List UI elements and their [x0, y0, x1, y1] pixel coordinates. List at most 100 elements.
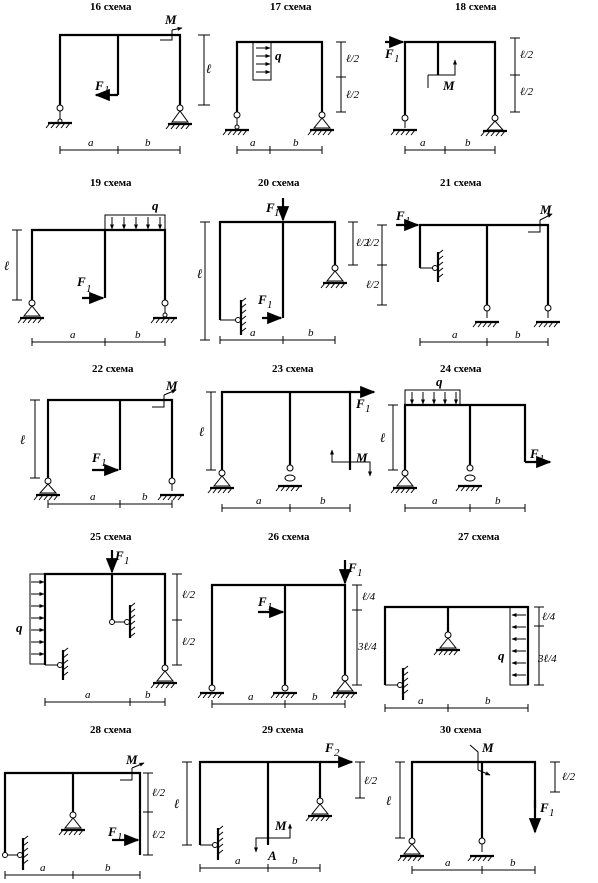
scheme-title: 27 схема [458, 531, 500, 543]
force-sub: 1 [549, 807, 555, 819]
distributed-load-q [404, 389, 461, 406]
force-sub: 1 [124, 555, 130, 567]
force-sub: 1 [539, 453, 545, 465]
moment-label: M [539, 202, 552, 217]
pin-support [397, 837, 424, 862]
moment-label: M [481, 740, 494, 755]
dim-l1: ℓ/2 [366, 237, 380, 249]
moment-arrow [428, 59, 457, 76]
load-label: q [436, 374, 443, 389]
distributed-load-q [104, 214, 166, 231]
wall-support [200, 825, 224, 860]
distributed-load-q [252, 41, 272, 81]
moment-label: M [355, 450, 368, 465]
dim-b: b [515, 329, 521, 341]
point-a-label: A [267, 848, 277, 863]
pin-support [165, 104, 192, 130]
dim-a: a [452, 329, 458, 341]
dim-b: b [145, 137, 151, 149]
force-label: F [529, 446, 539, 461]
dim-l2: ℓ/2 [182, 636, 196, 648]
scheme-27: 27 схема q ℓ/4 3ℓ/4 a b [383, 531, 557, 712]
hinge-support [472, 304, 499, 328]
force-sub: 1 [104, 84, 110, 96]
dim-l1: ℓ/2 [152, 787, 166, 799]
pin-support [17, 299, 44, 324]
scheme-title: 19 схема [90, 177, 132, 189]
hinge-support [222, 111, 249, 136]
scheme-18: 18 схема F 1 M ℓ/2 ℓ/2 a b [384, 1, 534, 154]
pin-support [150, 664, 177, 689]
hinge-support [45, 104, 72, 129]
dim-b: b [292, 855, 298, 867]
force-label: F [539, 800, 549, 815]
dim-b: b [142, 491, 148, 503]
pin-support [58, 811, 85, 836]
scheme-title: 28 схема [90, 724, 132, 736]
dim-a: a [250, 327, 256, 339]
force-sub: 1 [405, 215, 411, 227]
scheme-25: 25 схема F 1 q [16, 531, 196, 706]
dim-l2: ℓ/2 [346, 89, 360, 101]
pin-support [305, 797, 332, 822]
scheme-24: 24 схема q F 1 ℓ a b [380, 363, 552, 512]
distributed-load-q [509, 606, 529, 686]
dim-a: a [420, 137, 426, 149]
scheme-28: 28 схема M F 1 ℓ/2 ℓ/2 a b [2, 724, 166, 879]
dim-l1: ℓ/2 [562, 771, 576, 783]
force-sub: 1 [267, 299, 273, 311]
pin-support [320, 264, 347, 289]
dim-a: a [40, 862, 46, 874]
force-label: F [107, 824, 117, 839]
scheme-23: 23 схема F 1 M ℓ a b [199, 363, 376, 512]
force-label: F [324, 740, 334, 755]
moment-label: M [164, 12, 177, 27]
scheme-17: 17 схема q ℓ/2 ℓ/2 a b [222, 1, 360, 154]
force-top-label: F [265, 200, 275, 215]
dim-a: a [88, 137, 94, 149]
scheme-title: 29 схема [262, 724, 304, 736]
wall-support [420, 249, 444, 282]
wall-support-low [45, 647, 69, 680]
wall-support [220, 297, 247, 335]
force-sub: 1 [365, 403, 371, 415]
length-label: ℓ [386, 793, 392, 808]
dim-l1: ℓ/2 [182, 589, 196, 601]
dim-a: a [248, 691, 254, 703]
dim-b: b [510, 857, 516, 869]
force-sub: 1 [101, 457, 107, 469]
roller-support [275, 464, 302, 492]
moment-label: M [442, 78, 455, 93]
force-label: F [384, 46, 394, 61]
force-sub: 1 [117, 831, 123, 843]
moment-arrow [160, 28, 182, 41]
force-label: F [257, 292, 267, 307]
force-top-sub: 1 [357, 567, 363, 579]
dim-l1: ℓ/4 [542, 611, 556, 623]
force-top-sub: 1 [274, 207, 280, 219]
dim-b: b [145, 689, 151, 701]
load-label: q [16, 620, 23, 635]
force-label: F [91, 450, 101, 465]
length-label: ℓ [4, 258, 10, 273]
scheme-29: 29 схема F 2 M A ℓ ℓ/2 a b [174, 724, 378, 872]
scheme-22: 22 схема F 1 M ℓ a b [20, 363, 184, 508]
dim-a: a [70, 329, 76, 341]
dim-b: b [312, 691, 318, 703]
distributed-load-q [29, 573, 46, 665]
scheme-title: 30 схема [440, 724, 482, 736]
roller-support [455, 464, 482, 492]
force-label: F [355, 396, 365, 411]
force-top-label: F [347, 560, 357, 575]
load-label: q [275, 48, 282, 63]
wall-support [385, 665, 409, 700]
dim-l1: ℓ/2 [346, 53, 360, 65]
moment-label: M [165, 378, 178, 393]
force-label: F [114, 548, 124, 563]
load-label: q [152, 198, 159, 213]
dim-l2: ℓ/2 [366, 279, 380, 291]
pin-support [307, 111, 334, 136]
hinge-support [467, 837, 494, 862]
dim-a: a [250, 137, 256, 149]
